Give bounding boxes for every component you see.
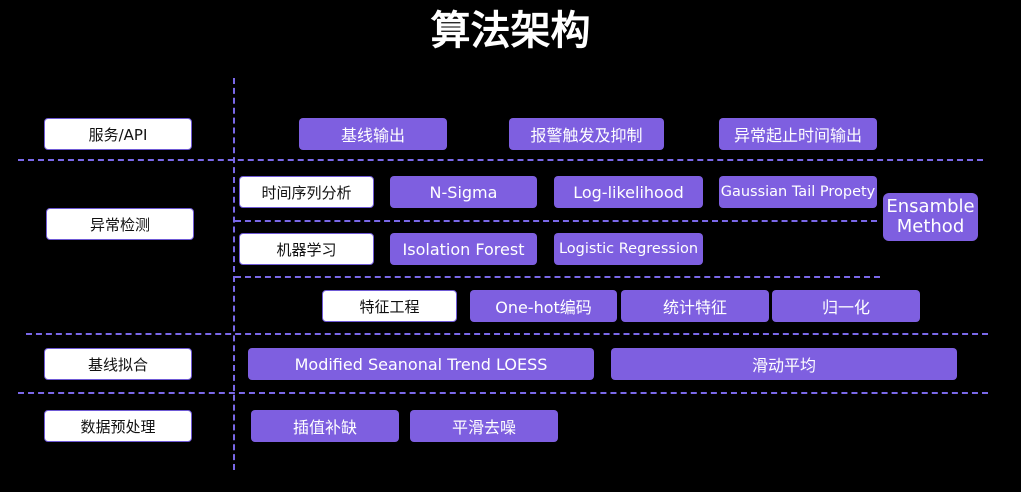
service-item-anomaly-time: 异常起止时间输出 [719,118,877,150]
divider-baseline-preprocess [18,392,988,394]
page-title: 算法架构 [430,8,591,54]
timeseries-item-nsigma: N-Sigma [390,176,537,208]
layer-label-service: 服务/API [44,118,192,150]
timeseries-item-loglikelihood: Log-likelihood [554,176,703,208]
feature-item-statistics: 统计特征 [621,290,769,322]
service-item-alert: 报警触发及抑制 [509,118,664,150]
divider-ml-feature [235,276,880,278]
divider-anomaly-baseline [26,333,988,335]
layer-label-baseline: 基线拟合 [44,348,192,380]
layer-label-preprocess: 数据预处理 [44,410,192,442]
timeseries-item-gaussian: Gaussian Tail Propety [719,176,877,208]
ensemble-method-box: Ensamble Method [883,193,978,241]
preprocess-item-interpolate: 插值补缺 [251,410,399,442]
feature-item-onehot: One-hot编码 [470,290,617,322]
vertical-divider [233,78,235,470]
preprocess-item-smooth: 平滑去噪 [410,410,558,442]
ml-label: 机器学习 [239,233,374,265]
divider-service-anomaly [18,159,983,161]
timeseries-label: 时间序列分析 [239,176,374,208]
divider-timeseries-ml [235,220,877,222]
ensemble-line-2: Method [896,216,965,237]
service-item-baseline-output: 基线输出 [299,118,447,150]
baseline-item-loess: Modified Seanonal Trend LOESS [248,348,594,380]
feature-label: 特征工程 [322,290,457,322]
feature-item-normalize: 归一化 [772,290,920,322]
ensemble-line-1: Ensamble [886,196,975,217]
ml-item-isolation-forest: Isolation Forest [390,233,537,265]
layer-label-anomaly: 异常检测 [46,208,194,240]
baseline-item-moving-average: 滑动平均 [611,348,957,380]
ml-item-logistic-regression: Logistic Regression [554,233,703,265]
